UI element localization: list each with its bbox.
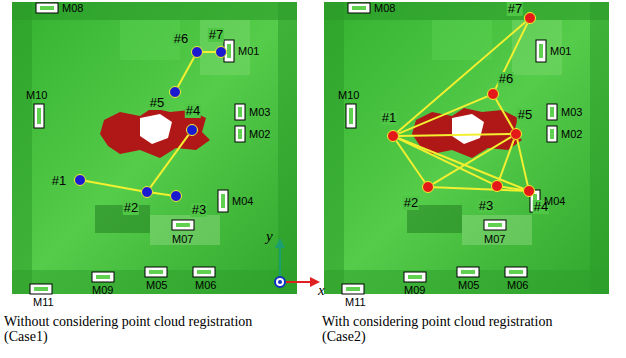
- registration-link: [398, 22, 526, 132]
- station-number: #2: [403, 196, 419, 210]
- marker-label: M10: [26, 89, 47, 101]
- marker-label: M11: [345, 296, 366, 308]
- station-number: #4: [185, 104, 201, 118]
- registration-link: [434, 187, 523, 191]
- station-marker: #2: [141, 186, 153, 198]
- marker-label: M11: [33, 296, 54, 308]
- station-marker: #1: [387, 130, 399, 142]
- marker-label: M10: [338, 89, 359, 101]
- marker-label: M02: [249, 128, 270, 140]
- marker-label: M07: [484, 233, 505, 245]
- marker-label: M03: [249, 106, 270, 118]
- marker-label: M04: [544, 195, 565, 207]
- station-number: #1: [51, 174, 67, 188]
- registration-link: [517, 140, 527, 185]
- registration-link: [433, 137, 511, 184]
- station-marker: #2: [422, 181, 434, 193]
- station-marker: #5: [169, 86, 181, 98]
- station-marker: #6: [191, 46, 203, 58]
- marker-label: M08: [374, 2, 395, 14]
- registration-link: [496, 99, 513, 129]
- station-number: #6: [498, 72, 514, 86]
- station-marker: #3: [491, 180, 503, 192]
- station-number: #6: [173, 32, 189, 46]
- registration-link: [86, 181, 141, 191]
- station-marker: #5: [510, 128, 522, 140]
- station-marker: #1: [74, 174, 86, 186]
- station-marker: #6: [487, 88, 499, 100]
- marker-label: M07: [172, 233, 193, 245]
- registration-link: [399, 134, 510, 136]
- station-marker: #7: [524, 12, 536, 24]
- panel-caption: Without considering point cloud registra…: [4, 314, 254, 344]
- axis-label: x: [318, 282, 325, 298]
- marker-label: M09: [92, 284, 113, 296]
- station-number: #7: [208, 28, 224, 42]
- station-number: #5: [149, 96, 165, 110]
- marker-label: M09: [404, 284, 425, 296]
- station-number: #3: [191, 203, 207, 217]
- marker-label: M03: [561, 106, 582, 118]
- marker-label: M04: [232, 195, 253, 207]
- registration-link: [503, 187, 523, 190]
- marker-label: M05: [146, 279, 167, 291]
- station-marker: #3: [170, 190, 182, 202]
- registration-link: [203, 51, 215, 53]
- axis-symbol: [275, 238, 320, 287]
- marker-label: M01: [550, 45, 571, 57]
- registration-link: [496, 23, 528, 88]
- station-marker: #7: [215, 46, 227, 58]
- registration-link: [399, 138, 524, 189]
- station-marker: #4: [186, 124, 198, 136]
- panel-caption: With considering point cloud registratio…: [322, 314, 572, 344]
- marker-label: M06: [507, 279, 528, 291]
- marker-label: M02: [561, 128, 582, 140]
- registration-link: [151, 135, 189, 187]
- station-number: #7: [507, 2, 523, 16]
- axis-label: y: [266, 228, 273, 244]
- station-number: #5: [517, 108, 533, 122]
- marker-label: M06: [195, 279, 216, 291]
- registration-link: [153, 193, 170, 195]
- marker-label: M08: [62, 2, 83, 14]
- station-number: #3: [478, 199, 494, 213]
- registration-link: [499, 140, 514, 181]
- marker-label: M01: [238, 45, 259, 57]
- station-number: #1: [381, 111, 397, 125]
- registration-link: [399, 96, 488, 133]
- station-number: #2: [123, 201, 139, 215]
- station-marker: #4: [523, 185, 535, 197]
- marker-label: M05: [458, 279, 479, 291]
- registration-link: [178, 57, 194, 86]
